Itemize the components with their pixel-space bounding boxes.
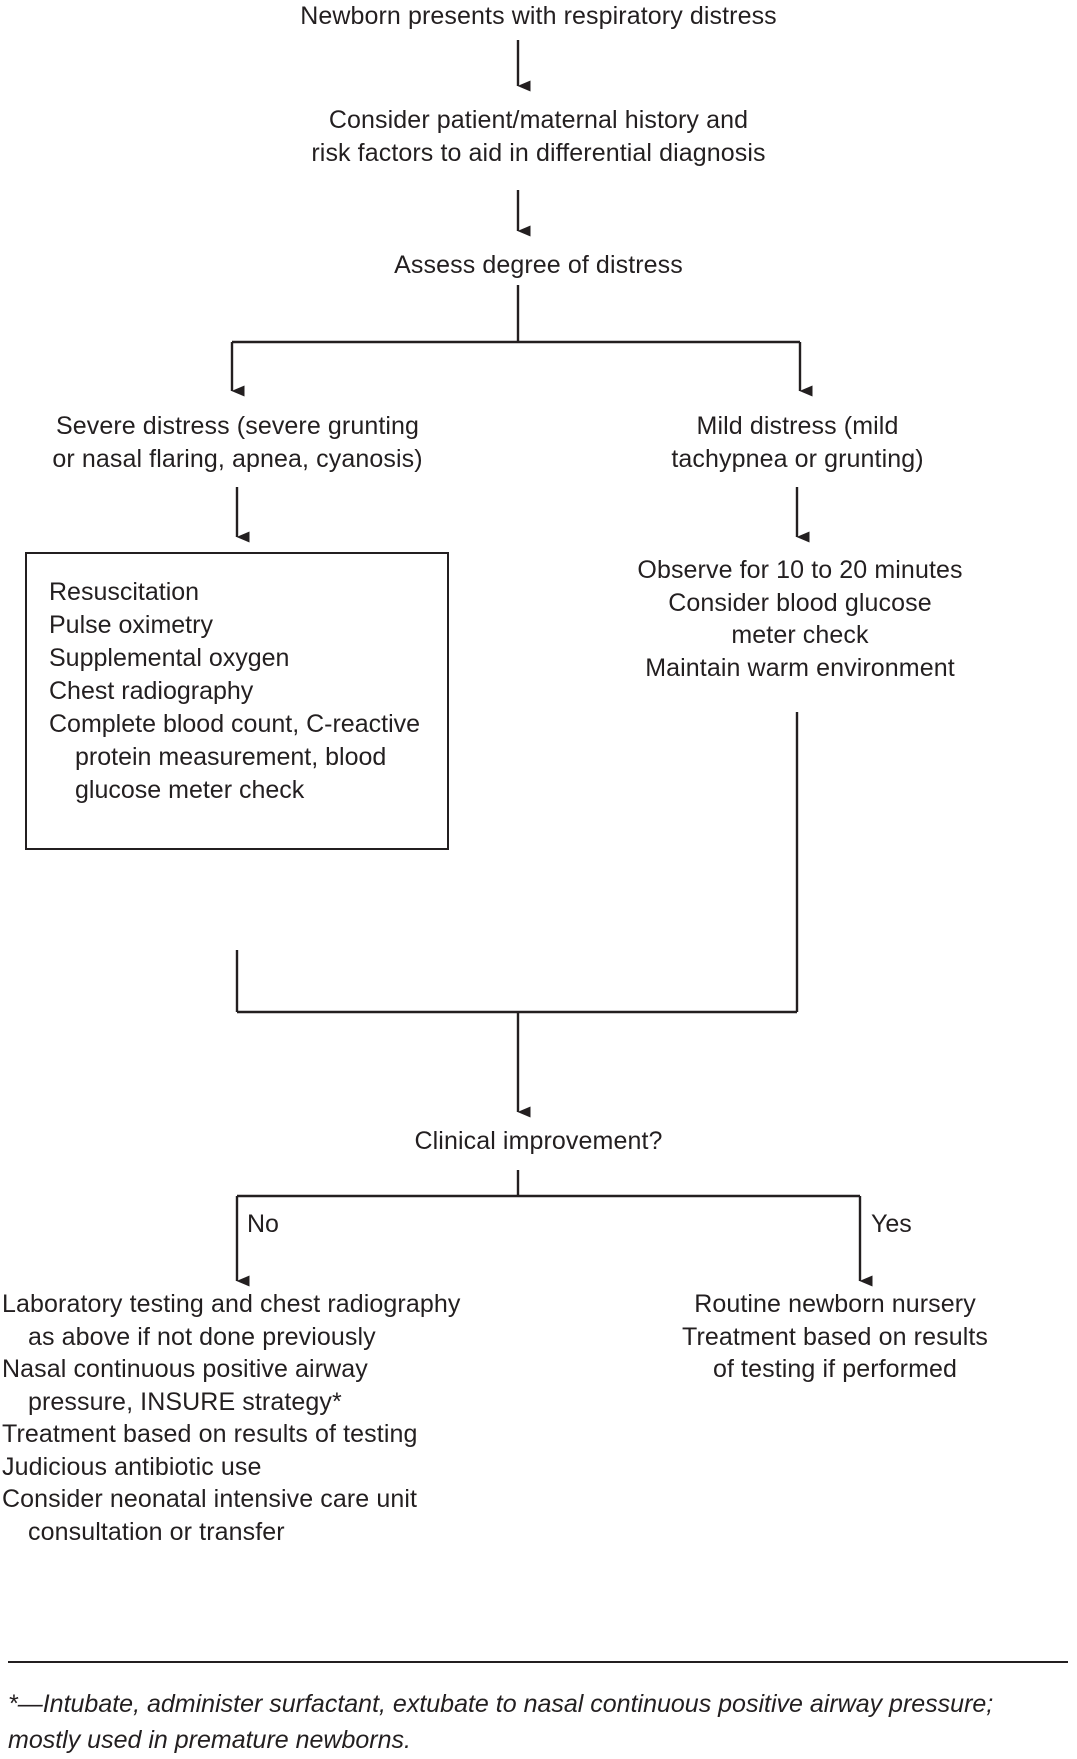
no-action-item: Laboratory testing and chest radiography…	[2, 1290, 461, 1351]
mild-distress-line2: tachypnea or grunting)	[671, 444, 924, 473]
branch-label-no: No	[247, 1210, 279, 1239]
node-start: Newborn presents with respiratory distre…	[0, 0, 1077, 33]
footnote-divider	[8, 1661, 1068, 1663]
no-action-item: Judicious antibiotic use	[2, 1452, 262, 1481]
node-decision: Clinical improvement?	[0, 1125, 1077, 1158]
footnote: *—Intubate, administer surfactant, extub…	[8, 1686, 1070, 1759]
severe-action-item: Pulse oximetry	[49, 611, 213, 639]
node-mild-actions: Observe for 10 to 20 minutes Consider bl…	[565, 554, 1035, 684]
mild-action-item: Observe for 10 to 20 minutes	[637, 556, 963, 584]
node-history-line1: Consider patient/maternal history and	[328, 106, 749, 134]
node-severe-actions-box: Resuscitation Pulse oximetry Supplementa…	[25, 552, 449, 850]
severe-distress-line2: or nasal flaring, apnea, cyanosis)	[52, 444, 423, 473]
footnote-text: *—Intubate, administer surfactant, extub…	[8, 1690, 994, 1755]
severe-distress-line1: Severe distress (severe grunting	[55, 412, 420, 440]
yes-action-item: Routine newborn nursery	[694, 1290, 976, 1318]
node-assess: Assess degree of distress	[0, 249, 1077, 282]
node-yes-actions: Routine newborn nursery Treatment based …	[600, 1288, 1070, 1386]
yes-action-item: Treatment based on results of testing if…	[682, 1322, 988, 1384]
node-severe-distress: Severe distress (severe grunting or nasa…	[0, 410, 475, 475]
mild-distress-line1: Mild distress (mild	[696, 412, 899, 440]
branch-label-no-text: No	[247, 1210, 279, 1238]
no-action-item: Consider neonatal intensive care unit co…	[2, 1485, 418, 1546]
node-history-line2: risk factors to aid in differential diag…	[311, 138, 766, 167]
node-mild-distress: Mild distress (mild tachypnea or gruntin…	[600, 410, 995, 475]
severe-action-item: Resuscitation	[49, 578, 200, 606]
mild-action-item: Maintain warm environment	[645, 653, 955, 682]
severe-action-item: Chest radiography	[49, 677, 254, 705]
node-assess-label: Assess degree of distress	[394, 251, 683, 279]
mild-action-item: Consider blood glucose meter check	[668, 588, 932, 650]
branch-label-yes: Yes	[871, 1210, 912, 1239]
no-action-item: Nasal continuous positive airway pressur…	[2, 1355, 368, 1416]
severe-action-item: Supplemental oxygen	[49, 644, 290, 672]
severe-actions-list: Resuscitation Pulse oximetry Supplementa…	[27, 554, 447, 823]
node-start-label: Newborn presents with respiratory distre…	[300, 2, 777, 30]
severe-action-item: Complete blood count, C-reactive protein…	[49, 710, 421, 804]
no-action-item: Treatment based on results of testing	[2, 1420, 418, 1448]
branch-label-yes-text: Yes	[871, 1210, 912, 1238]
node-no-actions: Laboratory testing and chest radiography…	[2, 1288, 542, 1548]
decision-label: Clinical improvement?	[414, 1127, 663, 1155]
node-history: Consider patient/maternal history and ri…	[0, 104, 1077, 169]
